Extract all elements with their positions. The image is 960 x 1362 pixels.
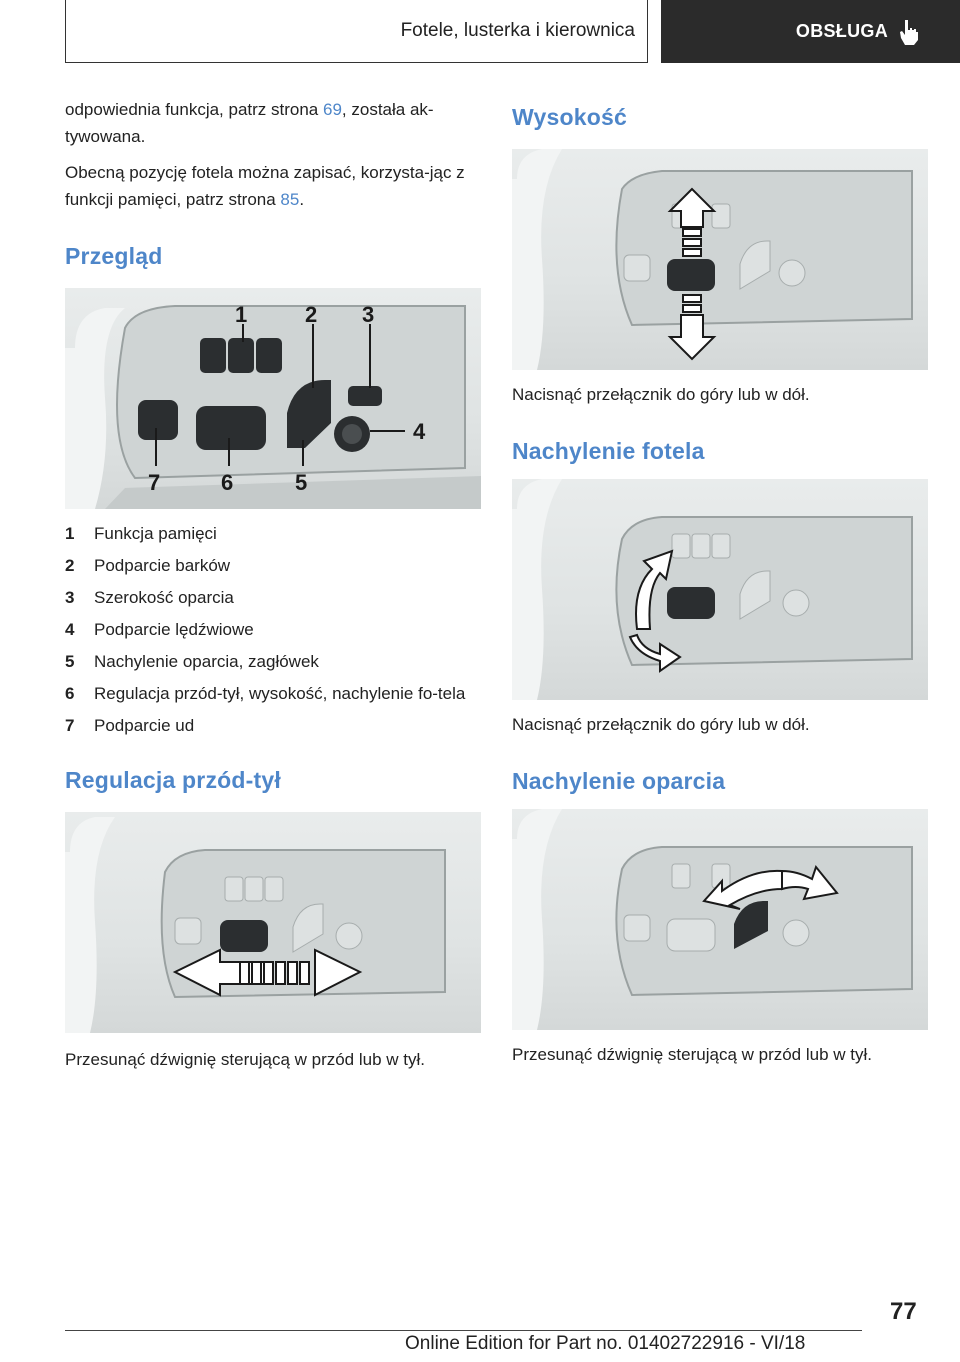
tilt-figure (512, 479, 928, 700)
overview-heading: Przegląd (65, 243, 163, 269)
intro-paragraph-2: Obecną pozycję fotela można zapisać, kor… (65, 163, 465, 209)
backrest-caption: Przesunąć dźwignię sterującą w przód lub… (512, 1045, 872, 1064)
fore-aft-heading: Regulacja przód-tył (65, 767, 281, 793)
intro-paragraph-1: odpowiednia funkcja, patrz strona 69, zo… (65, 100, 434, 146)
fore-aft-illustration (65, 817, 446, 1033)
backrest-tilt-illustration (512, 809, 913, 1030)
fore-aft-caption: Przesunąć dźwignię sterującą w przód lub… (65, 1050, 425, 1069)
footer-edition: Online Edition for Part no. 01402722916 … (405, 1333, 806, 1354)
callout-4: 4 (413, 419, 426, 444)
page-link-85[interactable]: 85 (280, 190, 300, 209)
right-column: Wysokość Nacisnąć przełącznik do góry lu… (512, 104, 928, 1068)
seat-tilt-illustration (512, 479, 913, 700)
height-figure (512, 149, 928, 370)
chapter-tab: OBSŁUGA (661, 0, 960, 63)
pointing-hand-icon (900, 19, 918, 45)
left-column: odpowiednia funkcja, patrz strona 69, zo… (65, 96, 481, 1073)
fore-aft-figure (65, 812, 481, 1033)
backrest-figure (512, 809, 928, 1030)
callout-6: 6 (221, 470, 233, 495)
height-caption: Nacisnąć przełącznik do góry lub w dół. (512, 385, 810, 404)
tilt-heading: Nachylenie fotela (512, 438, 705, 464)
height-adjustment-illustration (512, 149, 913, 370)
callout-1: 1 (235, 302, 247, 327)
page-number: 77 (890, 1298, 917, 1325)
overview-figure: 1 2 3 4 5 6 7 (65, 288, 481, 509)
callout-2: 2 (305, 302, 317, 327)
page-link-69[interactable]: 69 (323, 100, 342, 119)
callout-7: 7 (148, 470, 160, 495)
tilt-caption: Nacisnąć przełącznik do góry lub w dół. (512, 715, 810, 734)
section-title: Fotele, lusterka i kierownica (400, 20, 635, 41)
footer-divider (65, 1330, 862, 1331)
callout-5: 5 (295, 470, 307, 495)
chapter-label: OBSŁUGA (795, 21, 888, 41)
seat-controls-overview-illustration: 1 2 3 4 5 6 7 (65, 302, 481, 509)
backrest-heading: Nachylenie oparcia (512, 768, 726, 794)
callout-3: 3 (362, 302, 374, 327)
height-heading: Wysokość (512, 104, 627, 130)
running-header: Fotele, lusterka i kierownica (65, 0, 648, 63)
